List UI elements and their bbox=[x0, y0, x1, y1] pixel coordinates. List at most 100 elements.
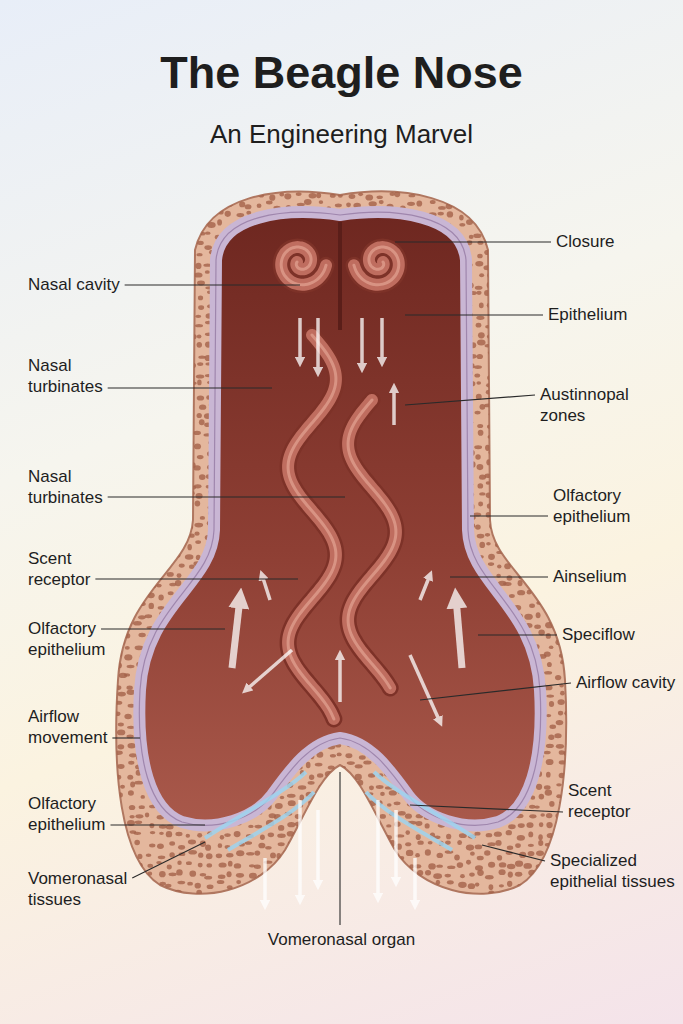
bone-spot bbox=[147, 541, 154, 546]
bone-spot bbox=[129, 426, 135, 430]
bone-spot bbox=[200, 232, 205, 236]
bone-spot bbox=[137, 374, 143, 380]
bone-spot bbox=[117, 182, 122, 188]
bone-spot bbox=[538, 494, 543, 497]
bone-spot bbox=[535, 544, 540, 549]
bone-spot bbox=[506, 473, 511, 477]
bone-spot bbox=[138, 180, 145, 184]
bone-spot bbox=[567, 284, 573, 287]
bone-spot bbox=[569, 272, 574, 276]
bone-spot bbox=[186, 375, 191, 380]
bone-spot bbox=[147, 592, 154, 598]
bone-spot bbox=[106, 560, 114, 566]
bone-spot bbox=[506, 235, 511, 239]
bone-spot bbox=[236, 213, 244, 217]
bone-spot bbox=[155, 501, 160, 504]
bone-spot bbox=[525, 432, 531, 436]
bone-spot bbox=[477, 464, 484, 470]
bone-spot bbox=[177, 315, 183, 320]
bone-spot bbox=[244, 182, 251, 187]
bone-spot bbox=[556, 540, 562, 544]
bone-spot bbox=[555, 191, 560, 195]
bone-spot bbox=[525, 521, 533, 525]
bone-spot bbox=[528, 505, 536, 509]
bone-spot bbox=[477, 483, 483, 488]
bone-spot bbox=[458, 191, 463, 195]
bone-spot bbox=[108, 213, 113, 219]
bone-spot bbox=[126, 214, 134, 220]
bone-spot bbox=[497, 564, 501, 568]
bone-spot bbox=[150, 209, 155, 214]
bone-spot bbox=[136, 470, 142, 474]
bone-spot bbox=[528, 481, 533, 485]
bone-spot bbox=[125, 392, 133, 396]
bone-spot bbox=[133, 463, 141, 468]
bone-spot bbox=[155, 254, 160, 259]
bone-spot bbox=[456, 201, 464, 207]
bone-spot bbox=[124, 410, 132, 414]
bone-spot bbox=[118, 265, 124, 271]
bone-spot bbox=[546, 375, 554, 380]
bone-spot bbox=[186, 321, 193, 324]
bone-spot bbox=[135, 381, 141, 386]
bone-spot bbox=[225, 202, 233, 207]
bone-spot bbox=[106, 485, 111, 488]
bone-spot bbox=[189, 202, 194, 207]
bone-spot bbox=[494, 412, 502, 416]
bone-spot bbox=[149, 584, 156, 588]
bone-spot bbox=[260, 182, 266, 187]
bone-spot bbox=[128, 293, 134, 298]
bone-spot bbox=[486, 390, 494, 395]
bone-spot bbox=[523, 305, 532, 309]
bone-spot bbox=[296, 192, 302, 196]
bone-spot bbox=[183, 471, 191, 475]
bone-spot bbox=[509, 292, 516, 295]
bone-spot bbox=[129, 429, 137, 435]
bone-spot bbox=[547, 571, 552, 577]
bone-spot bbox=[545, 252, 553, 258]
bone-spot bbox=[518, 490, 524, 495]
bone-spot bbox=[198, 305, 204, 310]
bone-spot bbox=[225, 211, 231, 217]
bone-spot bbox=[174, 510, 183, 516]
bone-spot bbox=[146, 476, 152, 479]
bone-spot bbox=[537, 292, 544, 297]
bone-spot bbox=[363, 180, 371, 185]
bone-spot bbox=[459, 215, 464, 221]
bone-spot bbox=[179, 525, 187, 530]
bone-spot bbox=[128, 312, 136, 318]
bone-spot bbox=[155, 369, 163, 375]
bone-spot bbox=[164, 303, 172, 308]
bone-spot bbox=[127, 365, 135, 370]
bone-spot bbox=[127, 341, 136, 345]
bone-spot bbox=[508, 545, 514, 549]
bone-spot bbox=[549, 275, 556, 278]
bone-spot bbox=[505, 480, 513, 484]
bone-spot bbox=[174, 279, 182, 285]
bone-spot bbox=[526, 361, 534, 367]
bone-spot bbox=[199, 474, 206, 480]
bone-spot bbox=[390, 192, 395, 196]
bone-spot bbox=[536, 183, 544, 189]
bone-spot bbox=[180, 470, 186, 475]
bone-spot bbox=[478, 502, 483, 507]
bone-spot bbox=[477, 241, 483, 245]
bone-spot bbox=[498, 286, 503, 291]
bone-spot bbox=[154, 179, 163, 185]
bone-spot bbox=[346, 202, 351, 207]
bone-spot bbox=[533, 465, 541, 469]
bone-spot bbox=[137, 482, 142, 486]
bone-spot bbox=[205, 231, 211, 234]
bone-spot bbox=[567, 181, 575, 187]
bone-spot bbox=[157, 223, 162, 227]
bone-spot bbox=[215, 185, 221, 189]
bone-spot bbox=[174, 342, 180, 346]
bone-spot bbox=[156, 264, 162, 270]
bone-spot bbox=[485, 325, 490, 328]
bone-spot bbox=[185, 186, 191, 190]
bone-spot bbox=[509, 323, 517, 329]
bone-spot bbox=[495, 543, 502, 548]
bone-spot bbox=[184, 524, 193, 530]
bone-spot bbox=[517, 481, 526, 486]
bone-spot bbox=[507, 254, 513, 259]
